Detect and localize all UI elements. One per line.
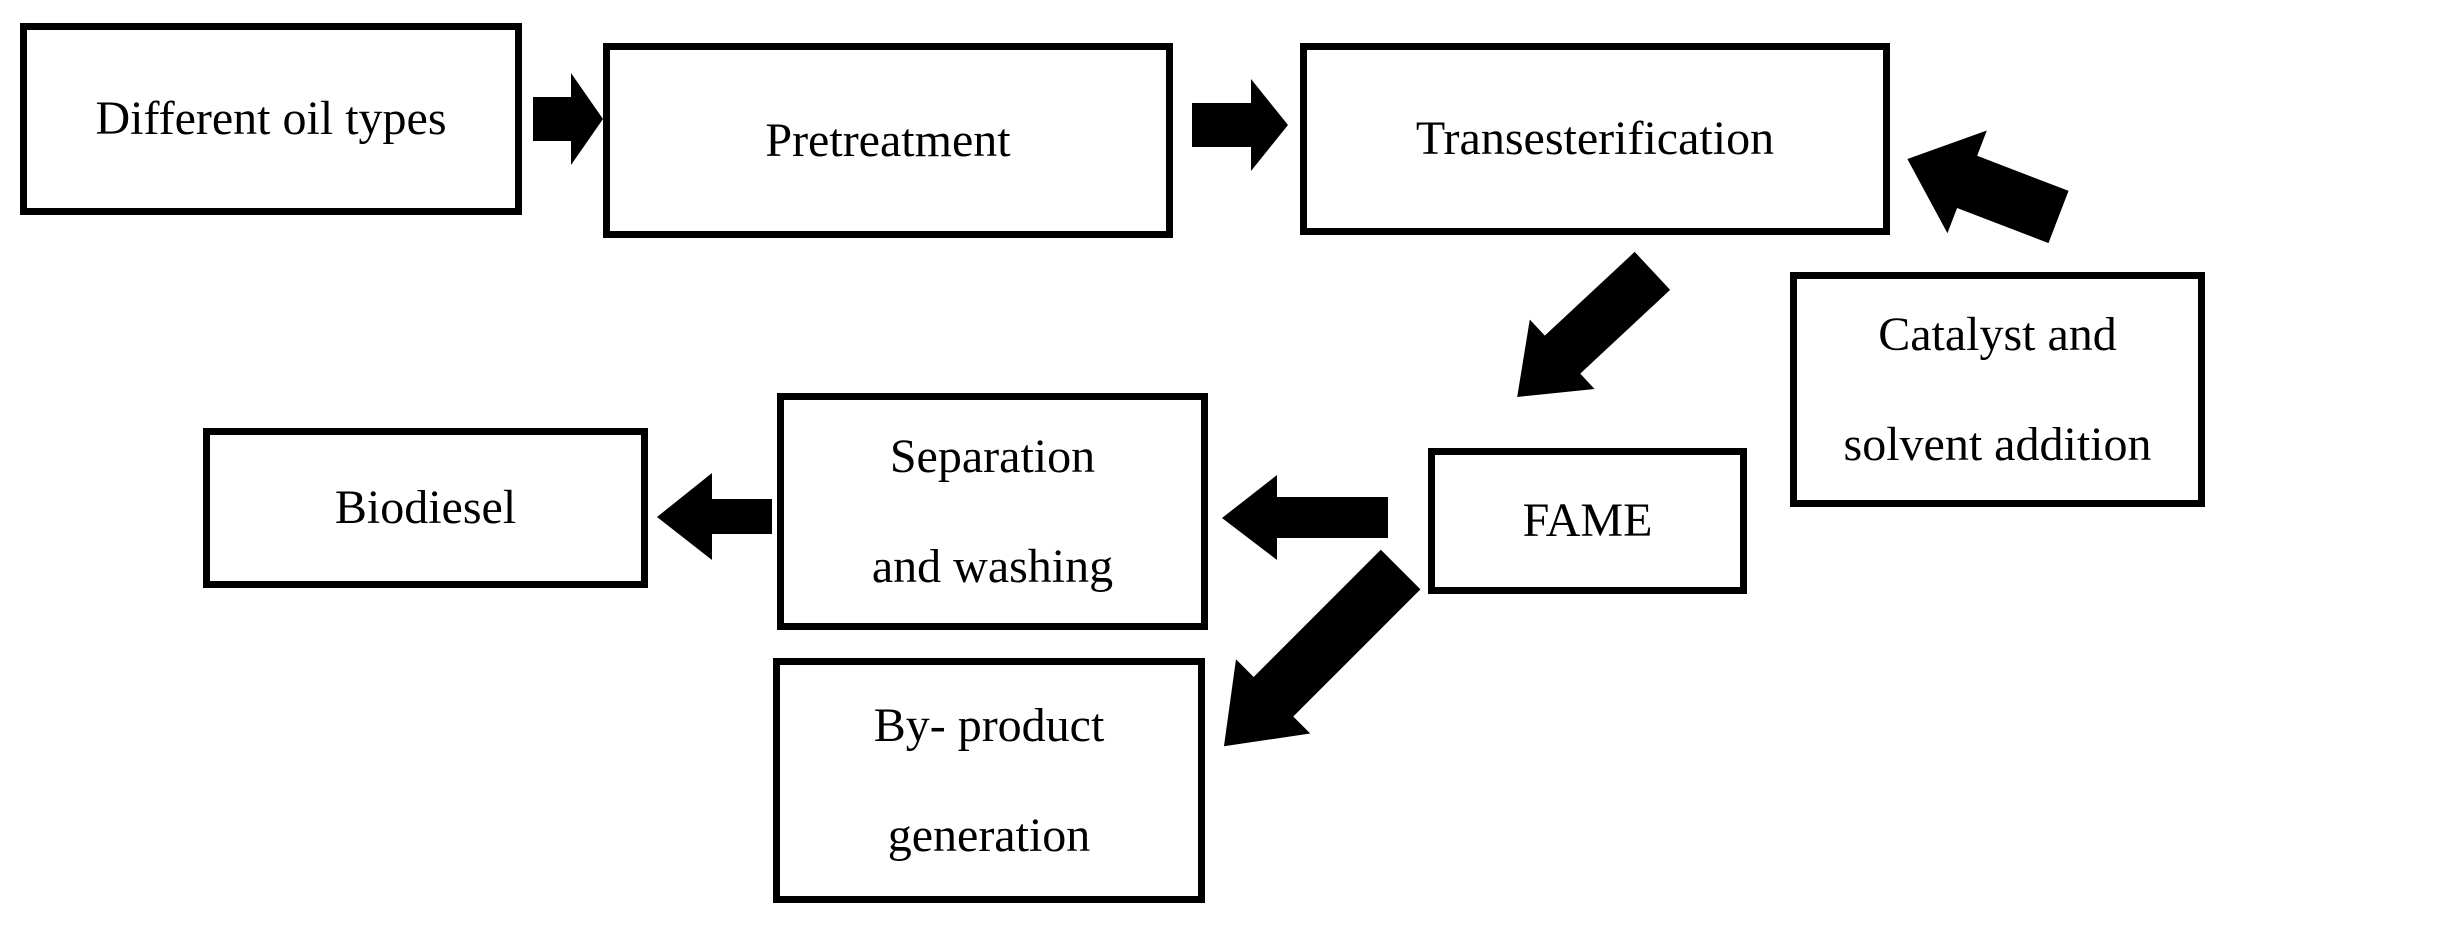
node-byproduct-generation: By- product generation: [773, 658, 1205, 903]
node-label-separation-line2: and washing: [871, 539, 1114, 593]
arrow-downleft-fame-to-byproduct-icon: [1186, 532, 1437, 783]
node-label-catalyst-line1: Catalyst and: [1878, 307, 2117, 361]
node-pretreatment: Pretreatment: [603, 43, 1173, 238]
arrow-upleft-catalyst-to-transesterification-icon: [1888, 108, 2079, 269]
arrow-left-separation-to-biodiesel-icon: [657, 473, 772, 560]
arrow-right-oil-to-pretreatment-icon: [533, 73, 603, 165]
node-label-byproduct-line2: generation: [887, 808, 1091, 862]
arrow-left-fame-to-separation-icon: [1222, 475, 1388, 560]
node-different-oil-types: Different oil types: [20, 23, 522, 215]
node-fame: FAME: [1428, 448, 1747, 594]
node-label-fame: FAME: [1522, 494, 1653, 547]
node-label-biodiesel: Biodiesel: [334, 481, 517, 534]
node-biodiesel: Biodiesel: [203, 428, 648, 588]
node-separation-and-washing: Separation and washing: [777, 393, 1208, 630]
node-label-pretreatment: Pretreatment: [765, 113, 1011, 167]
node-label-transesterification: Transesterification: [1415, 112, 1775, 165]
node-catalyst-solvent-addition: Catalyst and solvent addition: [1790, 272, 2205, 507]
node-transesterification: Transesterification: [1300, 43, 1890, 235]
node-label-different-oil-types: Different oil types: [95, 92, 447, 145]
arrow-right-pretreatment-to-transesterification-icon: [1192, 79, 1288, 171]
node-label-separation-line1: Separation: [889, 429, 1096, 483]
node-label-catalyst-line2: solvent addition: [1843, 417, 2152, 471]
arrow-downleft-transesterification-to-fame-icon: [1484, 236, 1684, 432]
node-label-byproduct-line1: By- product: [873, 698, 1105, 752]
